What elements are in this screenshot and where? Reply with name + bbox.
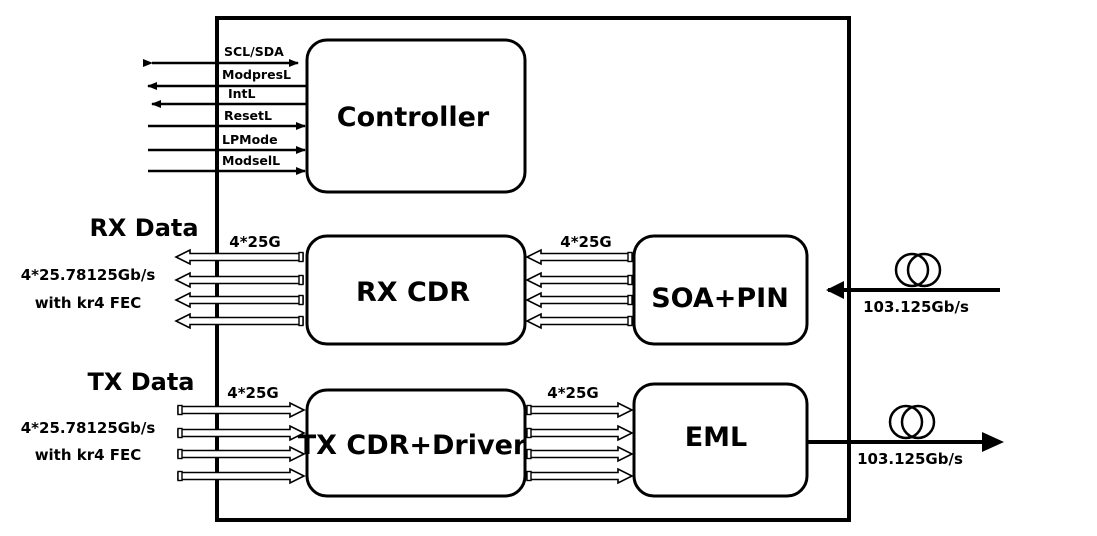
tx-internal-lane-arrow — [526, 401, 634, 419]
controller-block — [305, 38, 527, 194]
tx-fiber-output — [807, 404, 1004, 452]
rx-rate-label: 4*25.78125Gb/s — [21, 266, 156, 284]
signal-label-modpresl: ModpresL — [222, 67, 291, 82]
rx-lane-arrow — [174, 312, 304, 330]
rx-cdr-block — [305, 234, 527, 346]
rx-electrical-lanes — [174, 248, 304, 330]
tx-internal-lane-arrow — [526, 445, 634, 463]
tx-lane-arrow — [177, 401, 306, 419]
soa-pin-label: SOA+PIN — [651, 283, 789, 314]
tx-internal-lane-arrow — [526, 467, 634, 485]
rx-lane-arrow — [174, 291, 304, 309]
tx-cdr-driver-block — [305, 388, 527, 498]
tx-fec-label: with kr4 FEC — [35, 446, 142, 464]
tx-lane-arrow-terminal — [177, 448, 183, 460]
control-signal-lines — [143, 59, 307, 175]
rx-internal-lane-arrow-terminal — [627, 251, 633, 263]
tx-fiber-arrowhead — [982, 432, 1004, 452]
tx-lane-arrow-terminal — [177, 404, 183, 416]
rx-fiber-arrowhead — [826, 281, 844, 299]
signal-label-resetl: ResetL — [224, 108, 272, 123]
tx-lane-arrow — [177, 424, 306, 442]
tx-internal-lane-arrow-terminal — [526, 448, 532, 460]
rx-optical-rate-label: 103.125Gb/s — [863, 298, 969, 316]
tx-bus-right-label: 4*25G — [547, 384, 598, 402]
tx-cdr-driver-label: TX CDR+Driver — [298, 430, 527, 461]
signal-label-scl-sda: SCL/SDA — [224, 44, 284, 59]
tx-internal-lanes — [526, 401, 634, 485]
rx-internal-lane-arrow-terminal — [627, 274, 633, 286]
tx-internal-lane-arrow-terminal — [526, 404, 532, 416]
rx-fec-label: with kr4 FEC — [35, 294, 142, 312]
tx-lane-arrow — [177, 445, 306, 463]
module-frame — [215, 16, 851, 522]
controller-label: Controller — [337, 102, 490, 133]
rx-lane-arrow — [174, 248, 304, 266]
signal-label-intl: IntL — [228, 86, 256, 101]
rx-bus-right-label: 4*25G — [560, 233, 611, 251]
rx-internal-lane-arrow — [525, 271, 633, 289]
soa-pin-block — [632, 234, 809, 346]
rx-internal-lane-arrow — [525, 248, 633, 266]
rx-lane-arrow-terminal — [298, 251, 304, 263]
rx-lane-arrow-terminal — [298, 274, 304, 286]
signal-label-lpmode: LPMode — [222, 132, 278, 147]
tx-bus-left-label: 4*25G — [227, 384, 278, 402]
tx-internal-lane-arrow — [526, 424, 634, 442]
eml-label: EML — [685, 422, 748, 453]
tx-lane-arrow — [177, 467, 306, 485]
rx-fiber-coil-icon — [894, 252, 942, 288]
rx-internal-lane-arrow-terminal — [627, 294, 633, 306]
rx-internal-lanes — [525, 248, 633, 330]
rx-internal-lane-arrow-terminal — [627, 315, 633, 327]
tx-rate-label: 4*25.78125Gb/s — [21, 419, 156, 437]
rx-cdr-label: RX CDR — [356, 277, 470, 308]
tx-electrical-lanes — [177, 401, 306, 485]
tx-lane-arrow-terminal — [177, 427, 183, 439]
rx-lane-arrow-terminal — [298, 315, 304, 327]
tx-optical-rate-label: 103.125Gb/s — [857, 450, 963, 468]
signal-label-modsell: ModselL — [222, 153, 280, 168]
tx-lane-arrow-terminal — [177, 470, 183, 482]
rx-fiber-input — [826, 252, 1000, 299]
rx-data-title: RX Data — [89, 214, 198, 242]
rx-internal-lane-arrow — [525, 312, 633, 330]
tx-fiber-coil-icon — [888, 404, 936, 440]
rx-bus-left-label: 4*25G — [229, 233, 280, 251]
rx-internal-lane-arrow — [525, 291, 633, 309]
rx-lane-arrow — [174, 271, 304, 289]
tx-internal-lane-arrow-terminal — [526, 470, 532, 482]
rx-lane-arrow-terminal — [298, 294, 304, 306]
tx-internal-lane-arrow-terminal — [526, 427, 532, 439]
tx-data-title: TX Data — [87, 368, 194, 396]
